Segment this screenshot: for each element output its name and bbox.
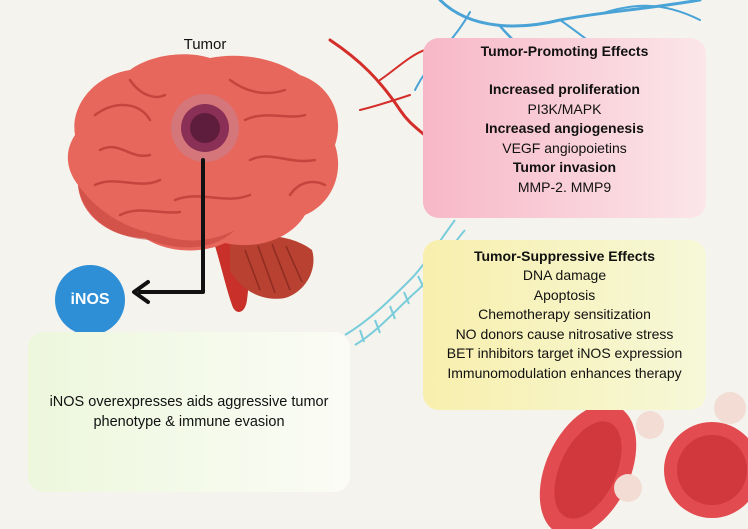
- tumor-label: Tumor: [183, 36, 227, 53]
- promoting-title: Tumor-Promoting Effects: [480, 43, 649, 59]
- brain-illustration: [67, 54, 339, 312]
- red-blood-cell-icon: [539, 392, 748, 529]
- suppressive-line: BET inhibitors target iNOS expression: [446, 345, 683, 361]
- inos-note-text: iNOS overexpresses aids aggressive tumor…: [49, 394, 329, 430]
- suppressive-line: Immunomodulation enhances therapy: [447, 364, 682, 381]
- promoting-line: Increased proliferation: [489, 81, 640, 97]
- suppressive-title: Tumor-Suppressive Effects: [473, 248, 655, 264]
- inos-note-box: iNOS overexpresses aids aggressive tumor…: [28, 332, 350, 492]
- inos-label: iNOS: [70, 291, 110, 308]
- tumor-suppressive-box: Tumor-Suppressive Effects DNA damage Apo…: [423, 240, 706, 410]
- promoting-line: MMP-2. MMP9: [517, 178, 612, 195]
- suppressive-line: Chemotherapy sensitization: [478, 306, 651, 322]
- promoting-line: Tumor invasion: [512, 159, 617, 175]
- suppressive-line: NO donors cause nitrosative stress: [455, 325, 674, 342]
- tumor-mass-icon: [171, 94, 239, 162]
- promoting-line: PI3K/MAPK: [527, 100, 602, 117]
- promoting-line: VEGF angiopoietins: [502, 139, 627, 156]
- tumor-promoting-box: Tumor-Promoting Effects Increased prolif…: [423, 38, 706, 218]
- inos-node: iNOS: [55, 265, 125, 335]
- suppressive-line: DNA damage: [522, 267, 607, 283]
- suppressive-line: Apoptosis: [533, 286, 596, 303]
- promoting-line: Increased angiogenesis: [485, 120, 644, 136]
